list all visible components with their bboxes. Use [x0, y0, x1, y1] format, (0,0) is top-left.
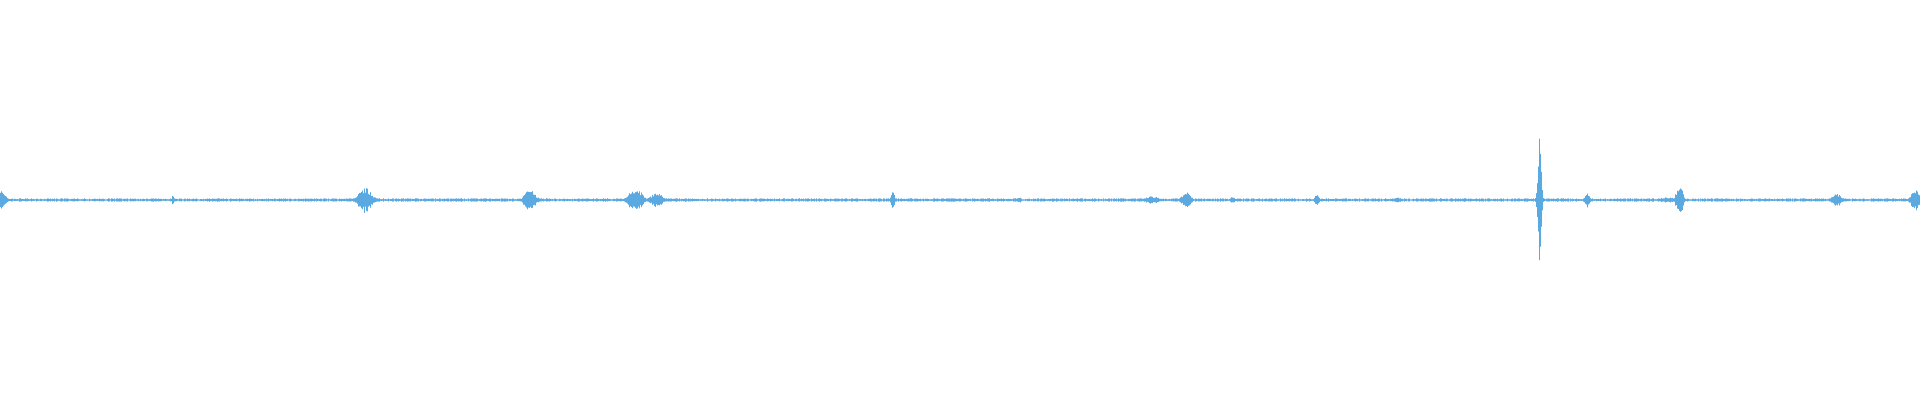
waveform-series-line: [0, 138, 1920, 261]
